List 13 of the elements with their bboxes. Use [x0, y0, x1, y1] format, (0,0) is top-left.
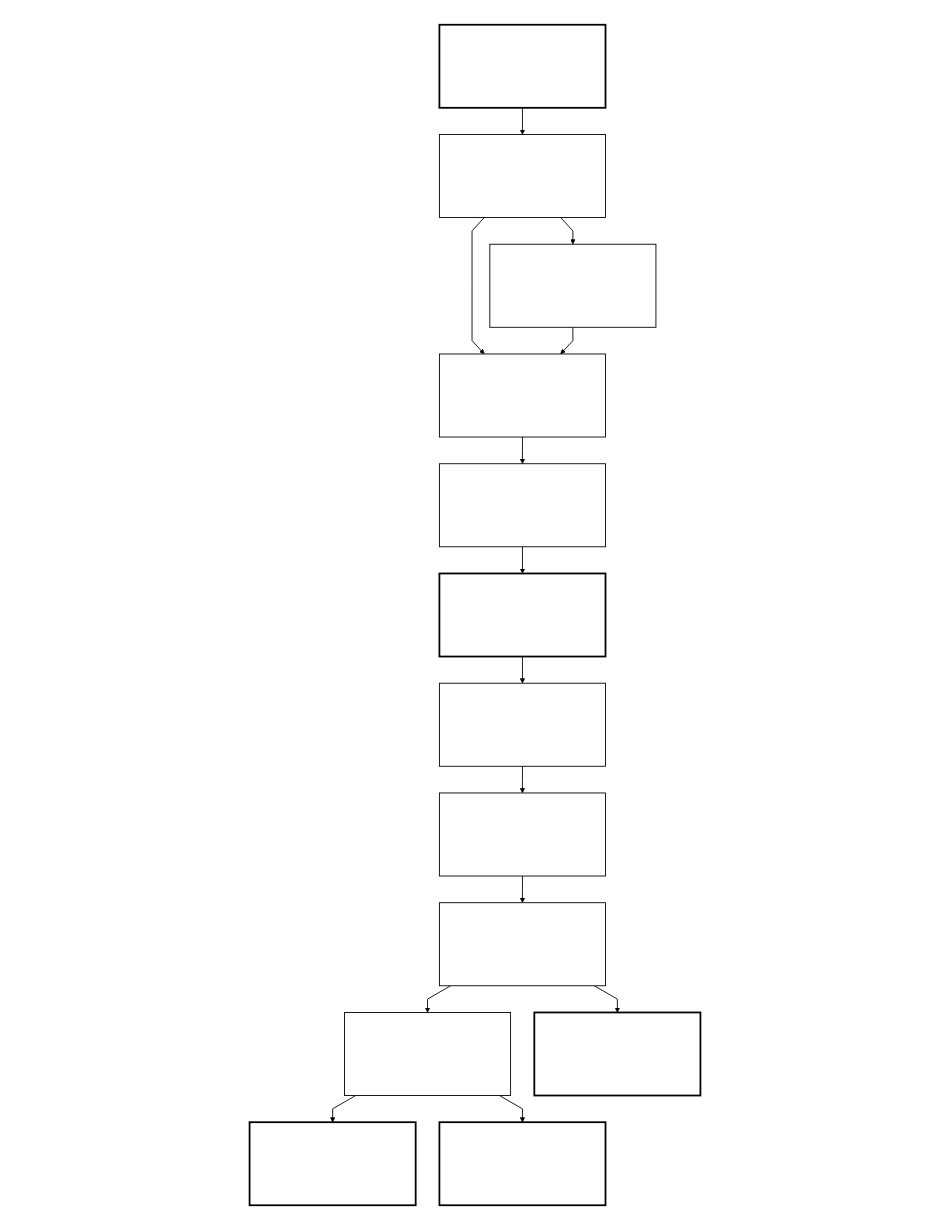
node-box — [489, 243, 657, 328]
node-box — [438, 463, 606, 548]
node-box — [438, 682, 606, 767]
node-box — [344, 1012, 512, 1096]
node-box — [438, 134, 606, 218]
node-box — [438, 353, 606, 438]
node-box — [533, 1011, 702, 1097]
node-box — [438, 792, 606, 877]
node-box — [438, 23, 607, 109]
node-box — [248, 1121, 417, 1207]
node-box — [438, 572, 607, 658]
node-box — [438, 1121, 607, 1207]
node-box — [438, 902, 606, 987]
